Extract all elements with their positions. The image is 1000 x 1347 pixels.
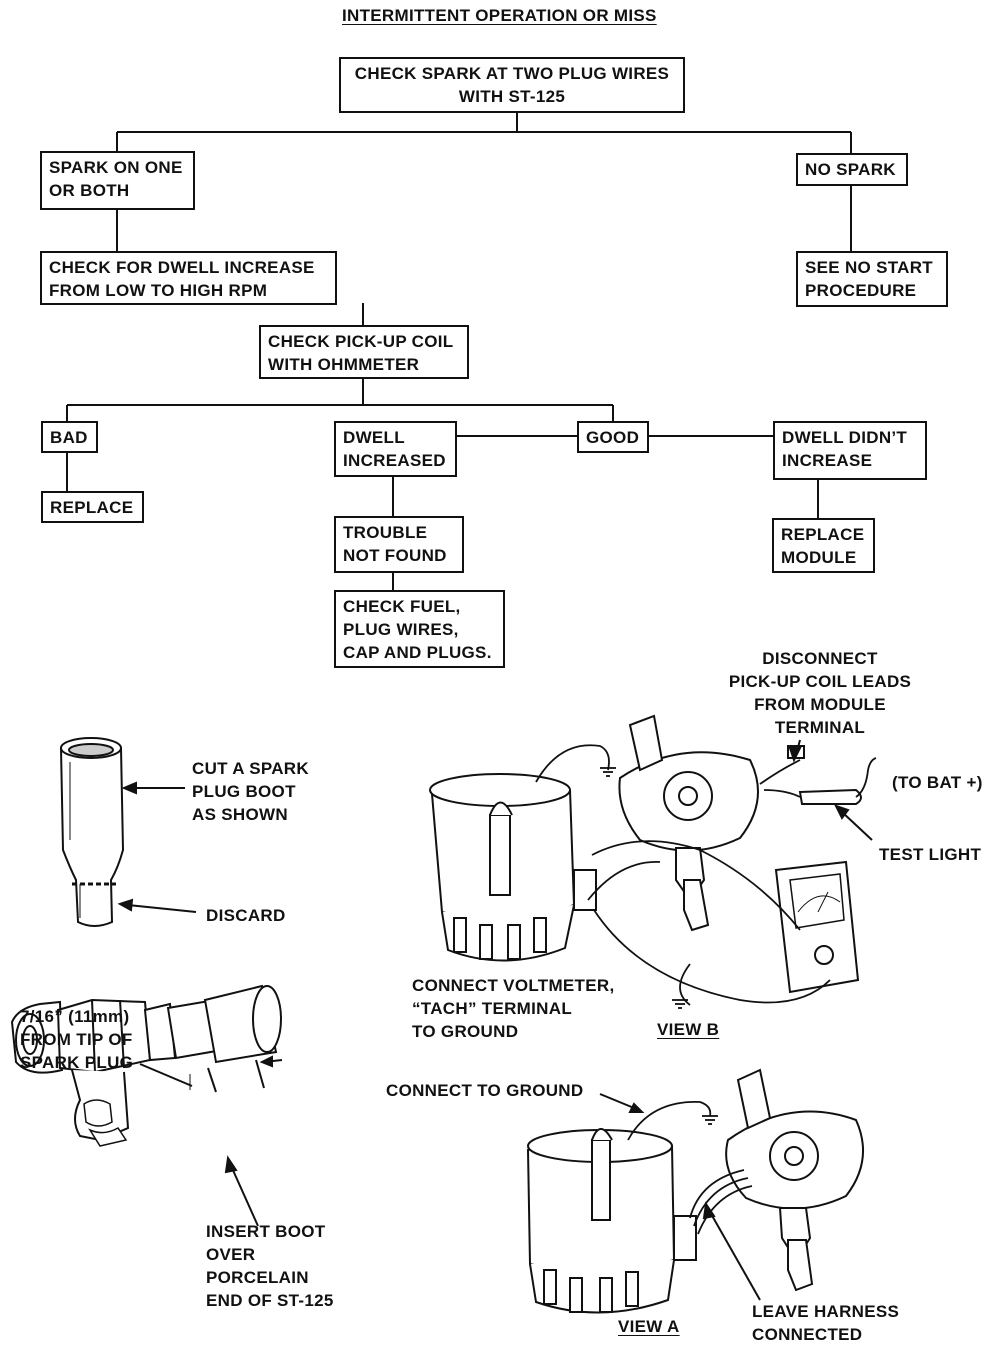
label-to-bat: (TO BAT +) [892, 773, 983, 792]
flow-box-check-fuel: CHECK FUEL, PLUG WIRES, CAP AND PLUGS. [334, 590, 505, 668]
flow-box-see-no-start-line2: PROCEDURE [805, 281, 917, 300]
insert-boot-leader [231, 1167, 259, 1227]
label-connect-voltmeter: CONNECT VOLTMETER, “TACH” TERMINAL TO GR… [412, 974, 614, 1043]
flow-box-check-fuel-line1: CHECK FUEL, [343, 597, 461, 616]
flow-box-dwell-increased: DWELL INCREASED [334, 421, 457, 477]
label-cut-boot: CUT A SPARK PLUG BOOT AS SHOWN [192, 757, 309, 826]
flow-box-check-fuel-line2: PLUG WIRES, [343, 620, 459, 639]
flow-box-trouble-not-found: TROUBLE NOT FOUND [334, 516, 464, 573]
flow-box-check-spark-line2: WITH ST-125 [458, 87, 566, 106]
view-b-wire-bat [855, 757, 877, 798]
view-b-wire-3 [591, 840, 801, 931]
flow-box-trouble-not-found-line2: NOT FOUND [343, 546, 447, 565]
view-a-illustration [526, 1068, 865, 1314]
flow-box-check-dwell-line2: FROM LOW TO HIGH RPM [49, 281, 268, 300]
view-a-harness-2 [693, 1177, 749, 1227]
label-disconnect-line3: FROM MODULE [754, 695, 886, 714]
label-measure: 7/16” (11mm) FROM TIP OF SPARK PLUG [20, 1005, 133, 1074]
flow-box-spark-on-line2: OR BOTH [49, 181, 130, 200]
flow-box-replace-module: REPLACE MODULE [772, 518, 875, 573]
flow-box-bad: BAD [41, 421, 98, 453]
label-disconnect-line4: TERMINAL [774, 718, 866, 737]
leave-harness-leader [709, 1211, 761, 1301]
label-view-a: VIEW A [618, 1317, 680, 1336]
view-a-harness-1 [689, 1169, 745, 1219]
label-disconnect-line2: PICK-UP COIL LEADS [728, 672, 912, 691]
flow-box-replace-module-line1: REPLACE [781, 525, 865, 544]
flow-box-trouble-not-found-line1: TROUBLE [343, 523, 428, 542]
label-cut-boot-line3: AS SHOWN [192, 805, 288, 824]
label-connect-voltmeter-line1: CONNECT VOLTMETER, [412, 976, 615, 995]
discard-leader [127, 904, 197, 913]
view-b-wire-2 [587, 861, 661, 901]
flow-box-check-pickup-line1: CHECK PICK-UP COIL [268, 332, 454, 351]
label-leave-harness-line1: LEAVE HARNESS [752, 1302, 900, 1321]
flow-box-see-no-start-line1: SEE NO START [805, 258, 933, 277]
view-b-wire-4 [593, 909, 831, 1004]
flow-box-check-pickup: CHECK PICK-UP COIL WITH OHMMETER [259, 325, 469, 379]
label-disconnect: DISCONNECT PICK-UP COIL LEADS FROM MODUL… [720, 647, 920, 739]
flow-box-bad-label: BAD [50, 428, 88, 447]
label-test-light: TEST LIGHT [879, 845, 982, 864]
flow-box-check-fuel-line3: CAP AND PLUGS. [343, 643, 492, 662]
flow-box-replace-module-line2: MODULE [781, 548, 857, 567]
flow-box-replace: REPLACE [41, 491, 144, 523]
view-b-wire-1 [535, 744, 610, 783]
label-leave-harness-line2: CONNECTED [752, 1325, 863, 1344]
view-a-harness-3 [697, 1185, 753, 1235]
flow-box-dwell-increased-line2: INCREASED [343, 451, 446, 470]
flow-box-good-label: GOOD [586, 428, 640, 447]
label-measure-line1: 7/16” (11mm) [20, 1007, 130, 1026]
view-b-wire-5 [679, 963, 691, 1006]
flow-box-check-pickup-line2: WITH OHMMETER [268, 355, 420, 374]
st125-tester-illustration [10, 984, 282, 1147]
flow-box-see-no-start: SEE NO START PROCEDURE [796, 251, 948, 307]
label-insert-boot: INSERT BOOT OVER PORCELAIN END OF ST-125 [206, 1220, 334, 1312]
label-insert-boot-line4: END OF ST-125 [206, 1291, 334, 1310]
flow-box-dwell-increased-line1: DWELL [343, 428, 405, 447]
flow-box-check-dwell-line1: CHECK FOR DWELL INCREASE [49, 258, 315, 277]
label-connect-ground: CONNECT TO GROUND [386, 1081, 584, 1100]
flow-box-dwell-not-increased-line2: INCREASE [782, 451, 873, 470]
spark-plug-boot-illustration [59, 737, 125, 927]
label-measure-line3: SPARK PLUG [20, 1053, 134, 1072]
label-insert-boot-line3: PORCELAIN [206, 1268, 309, 1287]
flow-box-no-spark: NO SPARK [796, 153, 908, 186]
test-light-leader [841, 811, 873, 841]
view-a-wire-ground [627, 1101, 712, 1141]
measure-leader [139, 1063, 193, 1087]
flow-box-check-spark: CHECK SPARK AT TWO PLUG WIRES WITH ST-12… [339, 57, 685, 113]
label-leave-harness: LEAVE HARNESS CONNECTED [752, 1300, 899, 1346]
flow-box-dwell-not-increased: DWELL DIDN’T INCREASE [773, 421, 927, 480]
label-cut-boot-line2: PLUG BOOT [192, 782, 296, 801]
label-disconnect-line1: DISCONNECT [762, 649, 878, 668]
flow-box-check-dwell: CHECK FOR DWELL INCREASE FROM LOW TO HIG… [40, 251, 337, 305]
label-connect-voltmeter-line2: “TACH” TERMINAL [412, 999, 572, 1018]
label-insert-boot-line1: INSERT BOOT [206, 1222, 326, 1241]
flow-box-spark-on-line1: SPARK ON ONE [49, 158, 183, 177]
flow-box-good: GOOD [577, 421, 649, 453]
label-discard: DISCARD [206, 906, 286, 925]
flow-box-dwell-not-increased-line1: DWELL DIDN’T [782, 428, 908, 447]
flow-box-spark-on: SPARK ON ONE OR BOTH [40, 151, 195, 210]
flow-box-replace-label: REPLACE [50, 498, 134, 517]
label-cut-boot-line1: CUT A SPARK [192, 759, 309, 778]
view-b-illustration [429, 714, 862, 994]
label-insert-boot-line2: OVER [206, 1245, 256, 1264]
label-measure-line2: FROM TIP OF [20, 1030, 133, 1049]
connect-ground-leader [599, 1093, 635, 1109]
flow-box-check-spark-line1: CHECK SPARK AT TWO PLUG WIRES [354, 64, 670, 83]
label-connect-voltmeter-line3: TO GROUND [412, 1022, 519, 1041]
page-title: INTERMITTENT OPERATION OR MISS [342, 6, 657, 25]
flow-box-no-spark-label: NO SPARK [805, 160, 896, 179]
label-view-b: VIEW B [657, 1020, 720, 1039]
